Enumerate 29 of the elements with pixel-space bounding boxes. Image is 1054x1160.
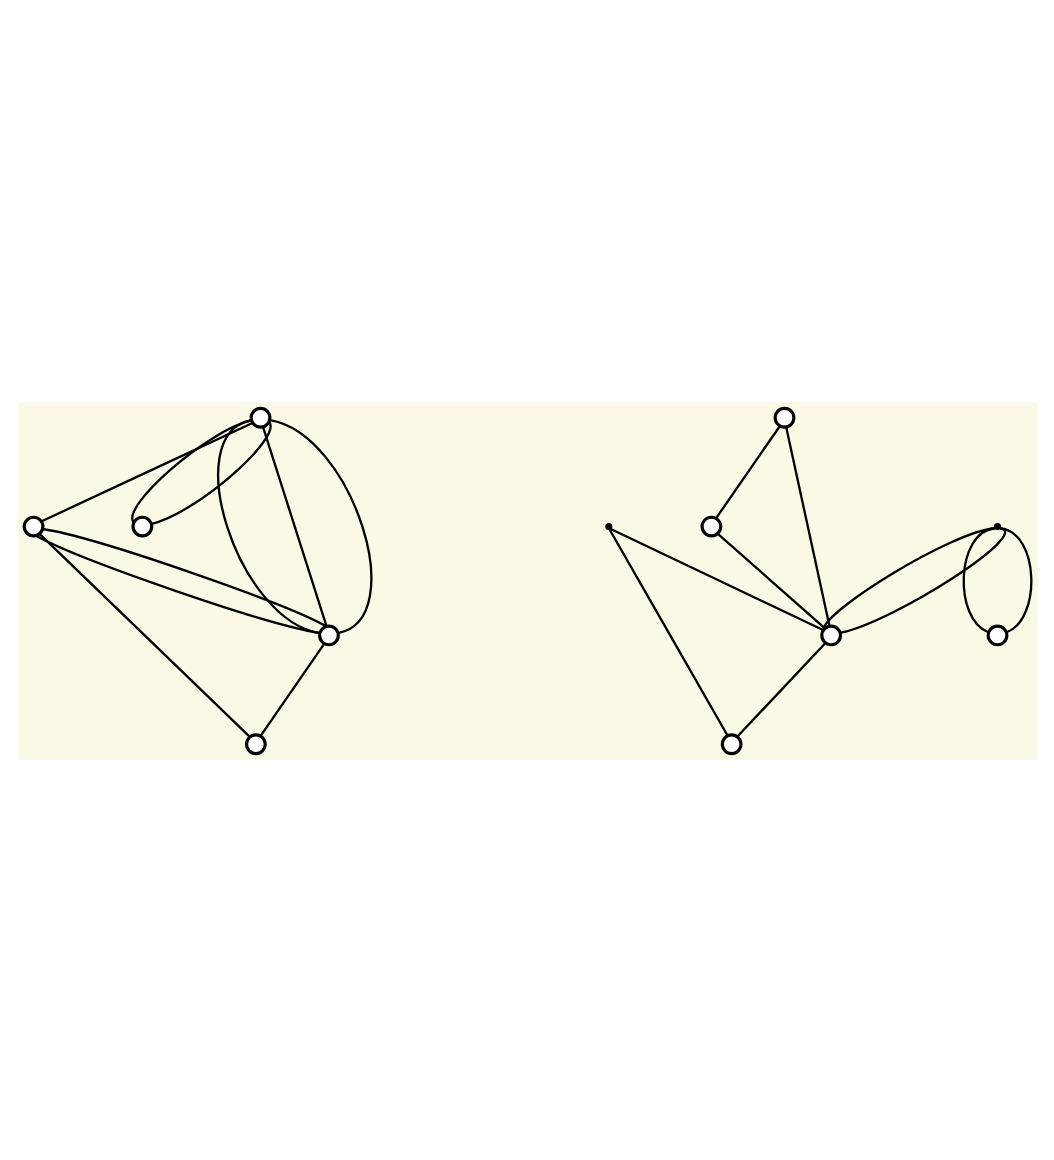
connector [716,531,825,629]
node-circle [819,623,842,646]
connector [714,424,780,518]
node-point [992,522,1001,530]
connector [735,641,826,737]
connector [607,527,728,736]
connector [839,526,1006,633]
connector [258,642,325,736]
node-circle [719,732,742,755]
connector [998,526,1032,633]
node-point [604,522,612,530]
node-circle [130,514,153,537]
connector [130,418,251,522]
connector [150,420,271,524]
connector [961,526,995,633]
node-circle [248,405,271,428]
node-circle [21,514,44,537]
node-circle [244,732,266,755]
node-circle [699,514,722,537]
node-circle [772,405,795,428]
connector [784,425,830,626]
node-circle [317,623,339,646]
connector [609,527,823,631]
connector [260,425,327,626]
connector [40,421,252,522]
connector [37,532,250,737]
node-circle [985,623,1008,646]
connector [821,526,994,630]
connector [268,417,372,634]
